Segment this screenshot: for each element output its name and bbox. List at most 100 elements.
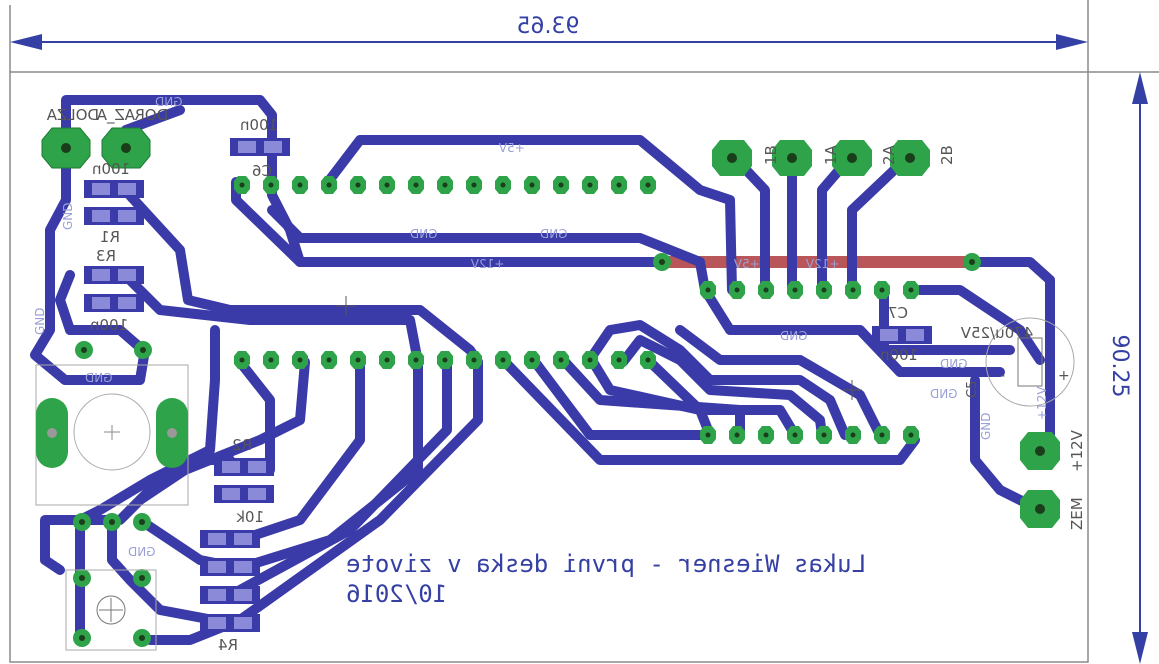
label-r-10k: 10k [236, 508, 264, 526]
label-r3: R3 [96, 247, 116, 265]
ic-top-pin-hole-9 [471, 182, 477, 188]
driver-pin-hole-1 [705, 287, 711, 293]
net-label-gnd-2: GND [540, 227, 568, 241]
ic-bottom-pin-hole-5 [355, 357, 361, 363]
connector-pads [41, 127, 1060, 528]
ic-bottom-pin-hole-6 [384, 357, 390, 363]
label-c6-value: 100n [240, 116, 278, 134]
driver-lower-pin-hole-6 [850, 432, 856, 438]
label-power-gnd: ZEM [1068, 497, 1086, 530]
electrolytic-capacitor: + - 470u/25V C5 [960, 317, 1075, 407]
net-label-gnd-3: GND [780, 329, 808, 343]
net-label-gnd-5: GND [930, 387, 958, 401]
ic-bottom-pin-hole-12 [558, 357, 564, 363]
ic-bottom-pin-hole-13 [587, 357, 593, 363]
label-1b: 1B [762, 145, 780, 165]
r4-resistor [200, 614, 260, 632]
ic-top-pin-hole-4 [326, 182, 332, 188]
ic-bottom-pin-hole-11 [529, 357, 535, 363]
marking-line-2: 10/2016 [346, 580, 447, 608]
doraz-pad [101, 127, 151, 169]
c6-capacitor [230, 138, 290, 156]
motor-2a-pad [832, 140, 872, 176]
power-12v-pad [1020, 432, 1060, 470]
ic-bottom-pin-hole-1 [239, 357, 245, 363]
c7-capacitor [872, 326, 932, 344]
driver-pin-hole-8 [908, 287, 914, 293]
dolza-pad [41, 127, 91, 169]
label-c-top-value: 100n [92, 160, 130, 178]
r2-resistor [214, 458, 274, 476]
label-1a: 1A [822, 144, 840, 165]
motor-1b-pad [712, 140, 752, 176]
ic-top-pin-hole-3 [297, 182, 303, 188]
net-label-gnd-v1: GND [61, 202, 75, 230]
ic-bottom-pin-hole-10 [500, 357, 506, 363]
net-label-gnd-8: GND [155, 95, 183, 109]
driver-pin-hole-6 [850, 287, 856, 293]
voltage-regulator [35, 364, 189, 506]
motor-1a-pad [772, 140, 812, 176]
ic-bottom-pin-hole-2 [268, 357, 274, 363]
driver-pin-hole-5 [821, 287, 827, 293]
smd-components [84, 138, 932, 632]
ic-top-pin-hole-14 [616, 182, 622, 188]
driver-lower-pin-hole-2 [734, 432, 740, 438]
net-label-12v: +12V [470, 257, 504, 271]
ic-top-pin-hole-15 [645, 182, 651, 188]
board-marking: Lukas Wiesner - prvni deska v zivote 10/… [346, 550, 866, 608]
label-c-mid-value: 100n [90, 316, 128, 334]
ic-top-pin-row [234, 176, 656, 194]
ic-bottom-pin-hole-15 [645, 357, 651, 363]
board-outline [9, 71, 1089, 663]
label-c7-value: 100n [880, 346, 918, 364]
r-10k-resistor [214, 485, 274, 503]
ic-bottom-pin-hole-3 [297, 357, 303, 363]
elcap-name-label: C5 [965, 381, 980, 398]
elcap-minus: - [1000, 368, 1005, 384]
net-label-5v-2: +5V [733, 257, 760, 271]
ic-bottom-pin-hole-9 [471, 357, 477, 363]
label-power-12v: +12V [1068, 429, 1086, 472]
net-labels: +5V GND GND +12V GND GND GND GND GND GND… [33, 95, 1049, 559]
driver-lower-pin-hole-7 [879, 432, 885, 438]
width-dimension: 93.65 [9, 0, 1089, 72]
ic-top-pin-hole-10 [500, 182, 506, 188]
elcap-value-label: 470u/25V [960, 324, 1033, 342]
r3-resistor [84, 266, 144, 284]
ic-bottom-pin-hole-8 [442, 357, 448, 363]
label-doraz: DORAZ_A [96, 106, 168, 125]
label-2a: 2A [880, 144, 898, 165]
net-label-gnd-v3: GND [979, 412, 993, 440]
label-r1: R1 [100, 228, 120, 246]
ic-top-pin-hole-8 [442, 182, 448, 188]
net-label-gnd-4: GND [940, 357, 968, 371]
driver-lower-pin-hole-1 [705, 432, 711, 438]
origin-markers [336, 296, 862, 400]
power-gnd-pad [1020, 490, 1060, 528]
label-c6: C6 [252, 162, 272, 180]
label-c7: C7 [888, 304, 908, 322]
label-dolza: DOLZA [46, 106, 99, 124]
ic-top-pin-hole-13 [587, 182, 593, 188]
ic-top-pin-hole-7 [413, 182, 419, 188]
vias [73, 253, 981, 647]
ic-top-pin-hole-11 [529, 182, 535, 188]
driver-pin-row [700, 281, 919, 299]
r1-resistor [84, 207, 144, 225]
driver-lower-pin-hole-5 [821, 432, 827, 438]
ic-top-pin-hole-1 [239, 182, 245, 188]
height-dimension: 90.25 [1088, 71, 1159, 664]
motor-2b-pad [890, 140, 930, 176]
driver-pin-hole-3 [763, 287, 769, 293]
net-label-gnd-7: GND [128, 545, 156, 559]
net-label-5v: +5V [498, 141, 525, 155]
ic-bottom-pin-hole-7 [413, 357, 419, 363]
r-100k-resistor-2 [200, 558, 260, 576]
marking-line-1: Lukas Wiesner - prvni deska v zivote [346, 550, 866, 578]
ic-top-pin-hole-2 [268, 182, 274, 188]
c-top-capacitor [84, 180, 144, 198]
trimmer-potentiometer [65, 569, 157, 651]
